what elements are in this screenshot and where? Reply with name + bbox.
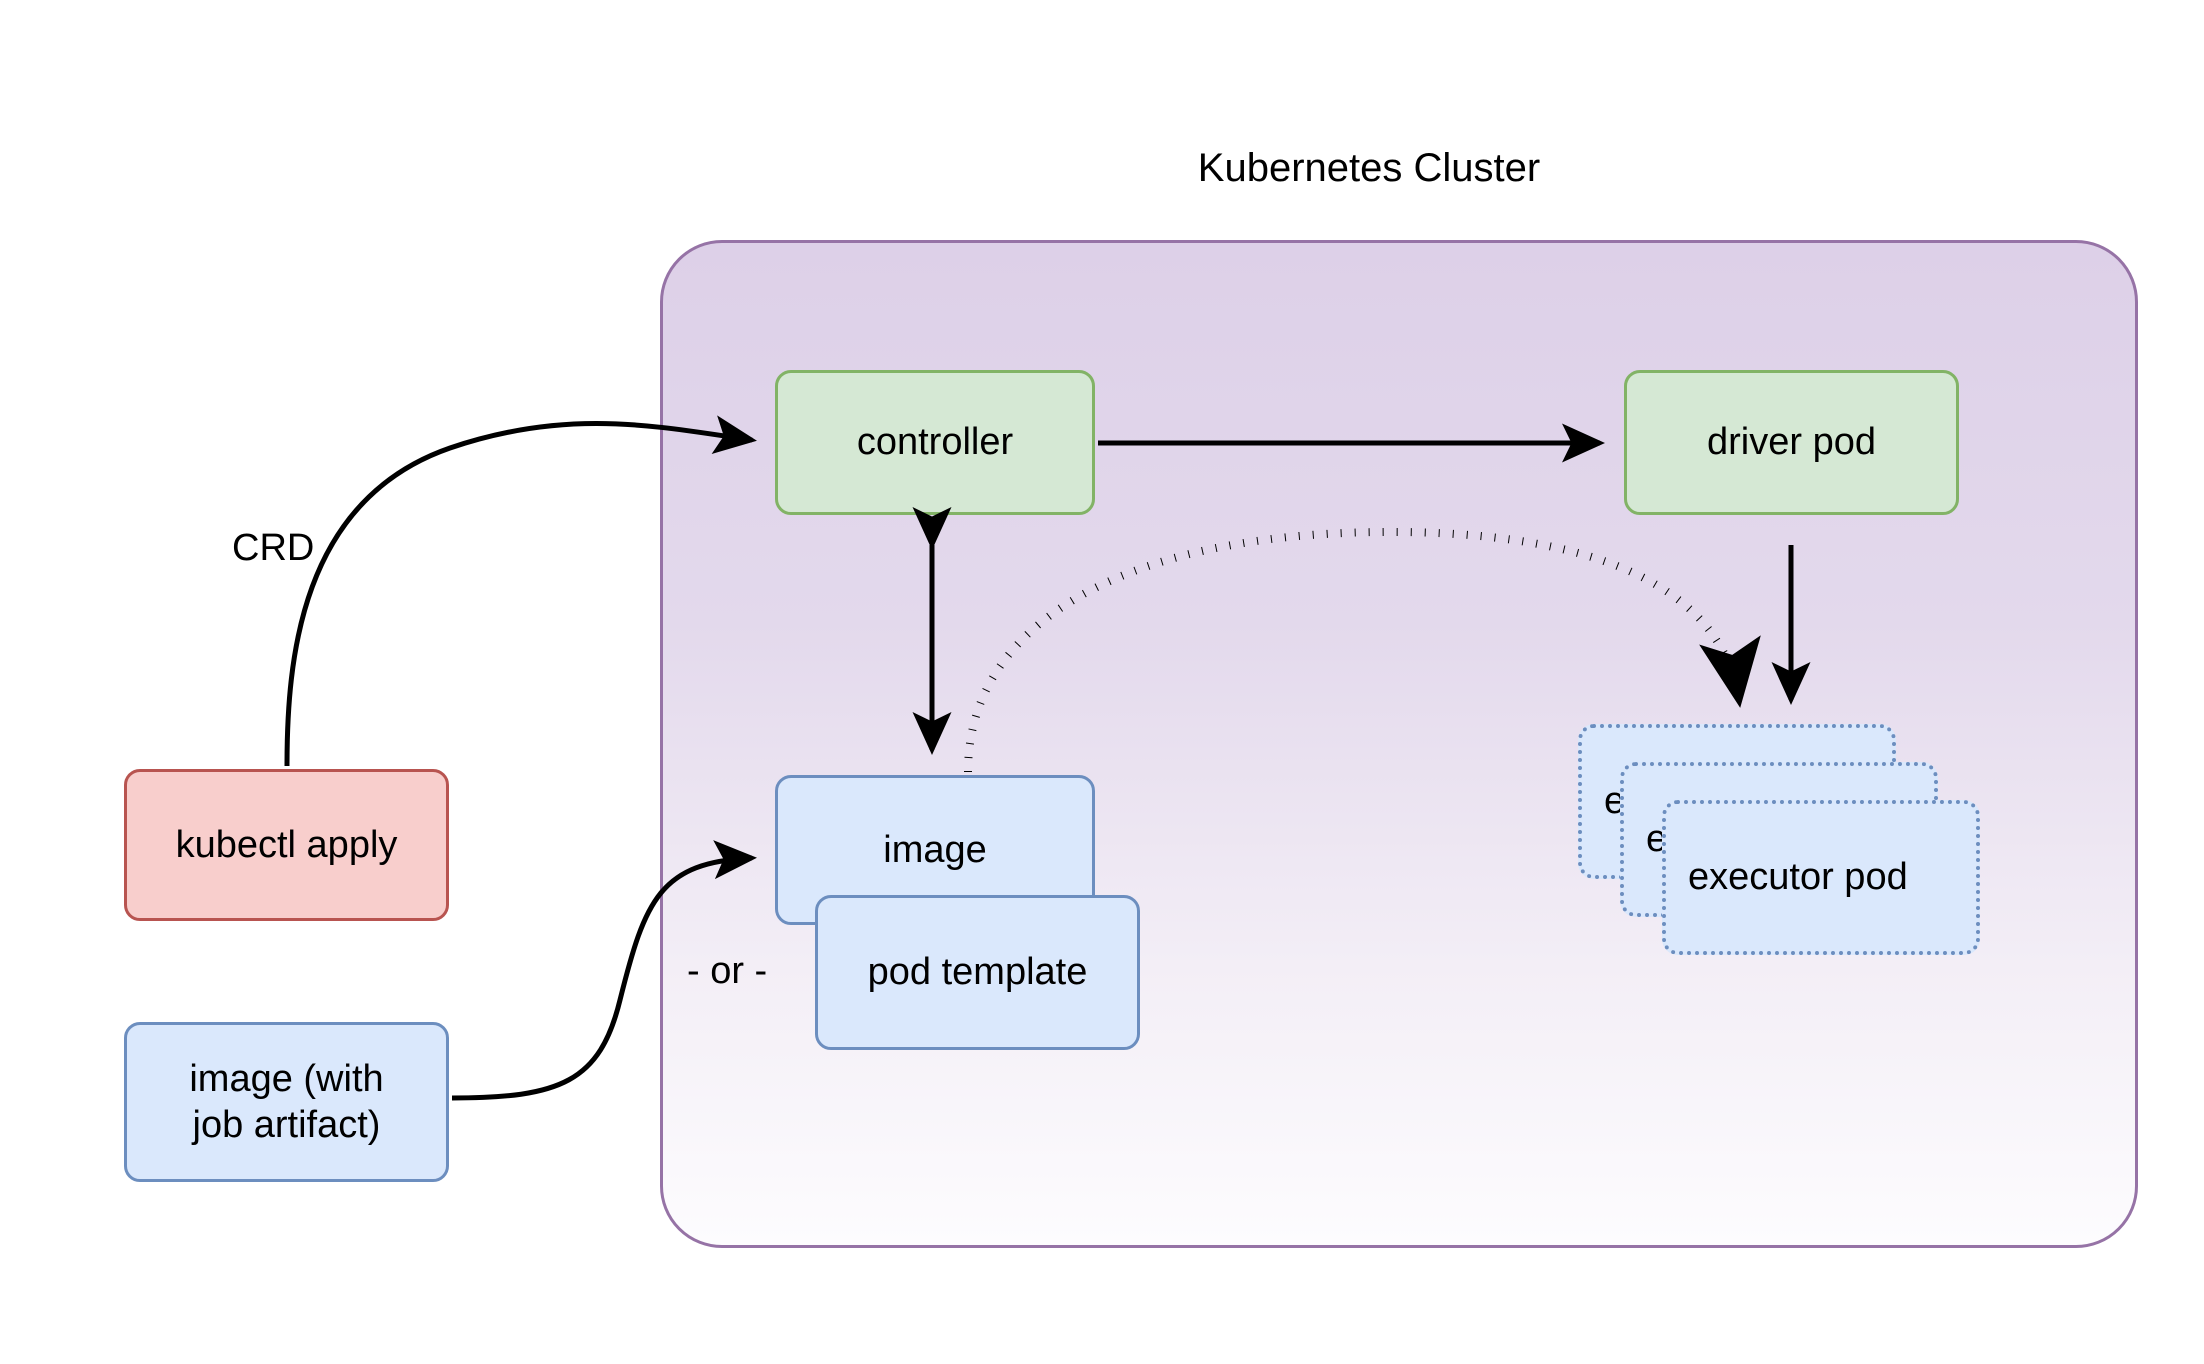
cluster-title: Kubernetes Cluster: [1197, 146, 1541, 190]
node-executor-pod-front-label: executor pod: [1688, 856, 1908, 898]
node-image-with-job-artifact-line2: job artifact): [192, 1104, 381, 1146]
node-executor-pod-front[interactable]: executor pod: [1662, 800, 1980, 955]
edge-label-or: - or -: [687, 950, 768, 992]
node-image-with-job-artifact-line1: image (with: [189, 1057, 384, 1100]
edge-label-crd: CRD: [232, 527, 315, 569]
node-pod-template[interactable]: pod template: [815, 895, 1140, 1050]
node-image-with-job-artifact[interactable]: image (with job artifact): [124, 1022, 449, 1182]
node-kubectl-apply[interactable]: kubectl apply: [124, 769, 449, 921]
node-controller[interactable]: controller: [775, 370, 1095, 515]
node-driver-pod[interactable]: driver pod: [1624, 370, 1959, 515]
